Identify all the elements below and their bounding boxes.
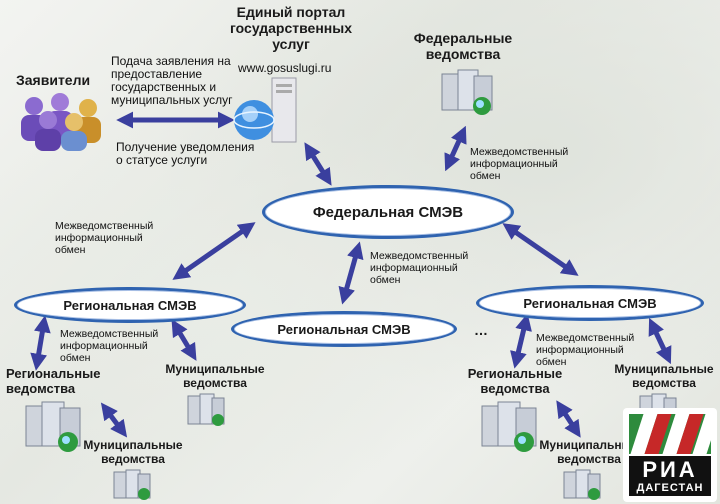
- exchange-label-center: Межведомственный информационный обмен: [370, 250, 469, 286]
- arrow-federal-regional-center: [338, 241, 364, 305]
- federal-depts-server-icon: [441, 69, 493, 115]
- regional-smev-left[interactable]: Региональная СМЭВ: [14, 287, 246, 323]
- regional-depts-right-server-icon: [481, 401, 537, 452]
- arrow-right-municipal: [648, 317, 672, 365]
- exchange-label-right-regional: Межведомственный информационный обмен: [536, 332, 635, 368]
- arrow-left-municipal: [171, 319, 197, 361]
- logo-flag-band: [629, 414, 711, 454]
- arrow-federal-depts: [444, 125, 467, 172]
- regional-smev-center-label: Региональная СМЭВ: [277, 321, 411, 337]
- arrow-federal-regional-left: [172, 222, 256, 280]
- more-ellipsis: …: [474, 322, 488, 338]
- portal-url: www.gosuslugi.ru: [238, 61, 332, 75]
- municipal-depts-left-bottom-title: Муниципальные ведомства: [83, 438, 183, 466]
- logo-line1: РИА: [642, 457, 698, 482]
- arrow-federal-regional-right: [502, 223, 579, 276]
- regional-smev-center[interactable]: Региональная СМЭВ: [231, 311, 457, 347]
- municipal-depts-right-title: Муниципальные ведомства: [614, 362, 714, 390]
- regional-depts-left-server-icon: [25, 401, 81, 452]
- exchange-label-left-regional: Межведомственный информационный обмен: [60, 328, 159, 364]
- ria-dagestan-logo: РИА ДАГЕСТАН: [623, 408, 717, 502]
- people-icon: [21, 93, 101, 151]
- notify-text: Получение уведомления о статусе услуги: [116, 140, 255, 167]
- arrow-right-regional-depts: [510, 313, 532, 369]
- municipal-depts-right-bottom-title: Муниципальные ведомства: [539, 438, 639, 466]
- arrow-portal-federal: [304, 142, 332, 186]
- exchange-label-left: Межведомственный информационный обмен: [55, 220, 154, 256]
- municipal-depts-left-title: Муниципальные ведомства: [165, 362, 265, 390]
- federal-smev-hub[interactable]: Федеральная СМЭВ: [262, 185, 514, 239]
- regional-smev-left-label: Региональная СМЭВ: [63, 297, 197, 313]
- regional-depts-right-title: Региональные ведомства: [467, 366, 563, 396]
- portal-server-icon: [233, 77, 297, 143]
- municipal-depts-left-server-icon: [187, 393, 225, 426]
- federal-smev-label: Федеральная СМЭВ: [312, 203, 464, 221]
- arrow-left-regional-depts: [30, 315, 51, 371]
- request-text: Подача заявления на предоставление госуд…: [111, 54, 233, 107]
- logo-line2: ДАГЕСТАН: [636, 482, 704, 494]
- federal-depts-title: Федеральные ведомства: [413, 30, 513, 62]
- exchange-label-federal-depts: Межведомственный информационный обмен: [470, 146, 569, 182]
- applicants-title: Заявители: [16, 72, 91, 88]
- regional-smev-right-label: Региональная СМЭВ: [523, 295, 657, 311]
- municipal-depts-right-bottom-server-icon: [563, 469, 601, 500]
- municipal-depts-left-bottom-server-icon: [113, 469, 151, 500]
- arrow-right-regional-municipal: [556, 400, 581, 438]
- regional-smev-right[interactable]: Региональная СМЭВ: [476, 285, 704, 321]
- portal-title: Единый портал государственных услуг: [230, 4, 352, 52]
- regional-depts-left-title: Региональные ведомства: [6, 366, 101, 396]
- arrow-left-regional-municipal: [100, 402, 128, 438]
